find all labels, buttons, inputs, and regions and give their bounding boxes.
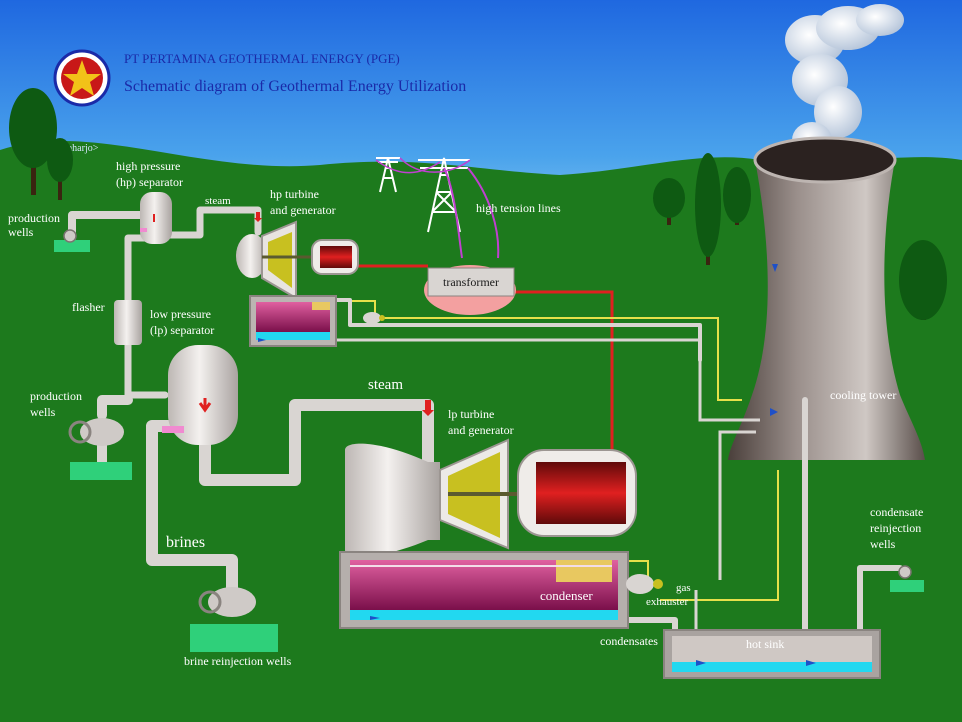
label-condensate-reinjection-b: reinjection [870,521,921,535]
hp-gas-exhauster [363,312,385,324]
label-lp-separator-b: (lp) separator [150,323,214,337]
credit-text: <iraharjo> [56,143,99,154]
condensate-reinjection-well [890,565,924,592]
production-well-2 [68,418,132,480]
hp-turbine [236,220,318,300]
label-hp-turbine-b: and generator [270,203,336,217]
label-flasher: flasher [72,300,105,314]
trees [9,88,947,320]
pge-logo [53,49,111,107]
label-condensates: condensates [600,634,658,648]
gas-exhauster [626,574,663,594]
label-lp-turbine-a: lp turbine [448,407,494,421]
hot-sink [663,629,881,679]
hp-generator [311,239,359,275]
power-lines [358,264,614,450]
label-lp-separator-a: low pressure [150,307,211,321]
transformer [424,265,516,315]
label-hot-sink: hot sink [746,637,784,651]
flow-arrows [258,264,816,666]
hp-steam-arrow [254,212,262,222]
transmission-towers [375,157,500,259]
cooling-tower [728,136,925,460]
label-steam-small: steam [205,195,231,207]
label-gas-exhauster-b: exhauster [646,596,688,608]
label-lp-turbine-b: and generator [448,423,514,437]
label-production-wells-1b: wells [8,225,34,239]
lp-separator [162,345,238,445]
label-steam-large: steam [368,377,403,393]
label-transformer: transformer [443,275,499,289]
steam-plume [785,4,904,158]
label-gas-exhauster-a: gas [676,582,691,594]
label-condensate-reinjection-a: condensate [870,505,923,519]
label-high-tension: high tension lines [476,201,561,215]
lp-steam-arrow [422,400,434,416]
label-cooling-tower: cooling tower [830,388,896,402]
label-brine-reinjection: brine reinjection wells [184,654,292,668]
production-well-1 [54,229,90,252]
lp-turbine [345,438,520,557]
label-production-wells-2b: wells [30,405,56,419]
label-hp-separator-b: (hp) separator [116,175,183,189]
label-brines: brines [166,534,205,551]
label-condenser: condenser [540,588,593,603]
yellow-lines [330,300,779,601]
hp-separator [140,192,172,244]
label-hp-turbine-a: hp turbine [270,187,319,201]
label-production-wells-2a: production [30,389,82,403]
label-hp-separator-a: high pressure [116,159,180,173]
header-org: PT PERTAMINA GEOTHERMAL ENERGY (PGE) [124,51,400,66]
label-production-wells-1a: production [8,211,60,225]
flasher [114,300,142,345]
lp-condenser [339,551,629,629]
hp-condenser [249,295,337,347]
label-condensate-reinjection-c: wells [870,537,896,551]
brine-reinjection-well [190,587,278,652]
lp-generator [517,449,637,537]
header-title: Schematic diagram of Geothermal Energy U… [124,78,466,95]
